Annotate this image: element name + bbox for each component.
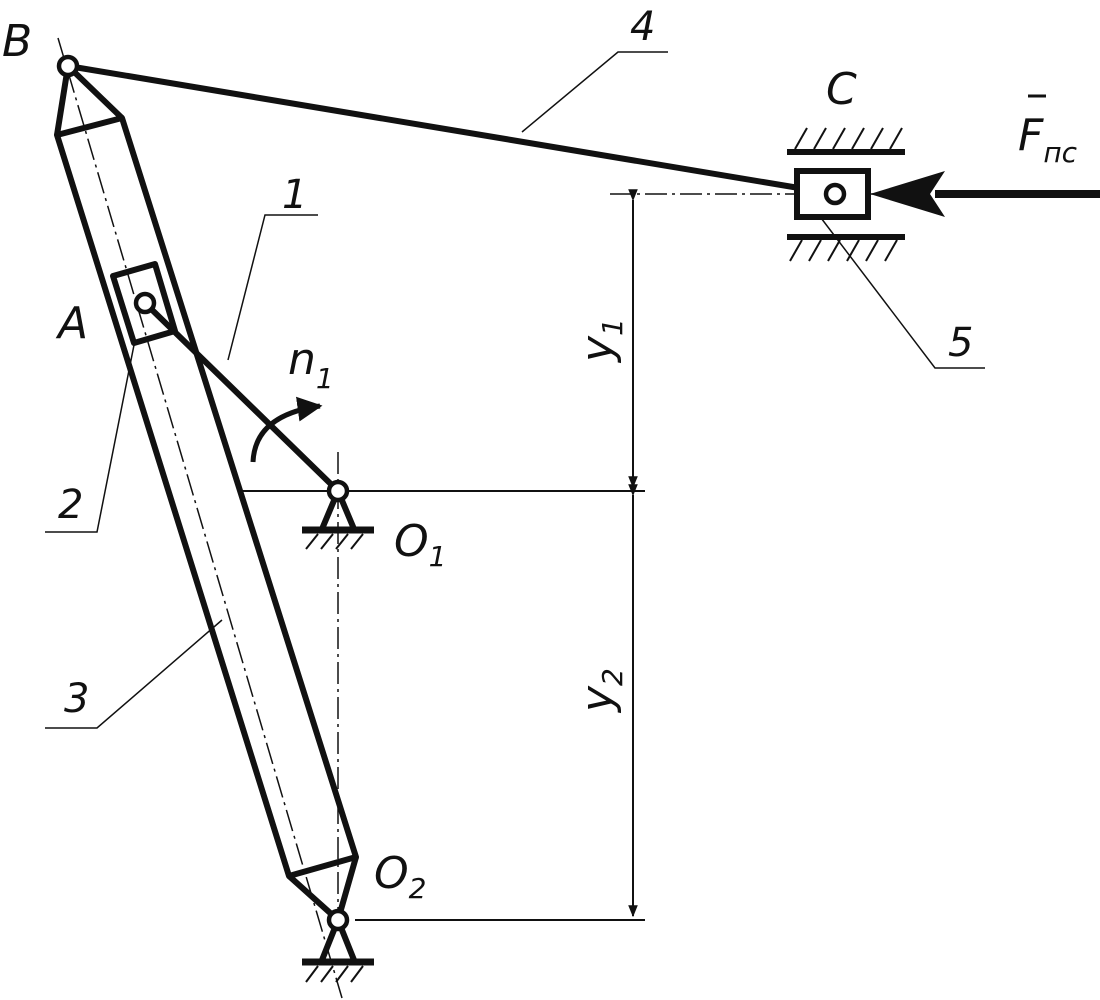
- joint-a: [133, 291, 157, 315]
- upper-guide-hatching: [794, 127, 903, 150]
- slider-guides: [787, 127, 905, 262]
- joint-b: [56, 54, 80, 78]
- leader-link-5: [814, 209, 985, 369]
- label-point-b: B: [2, 16, 32, 67]
- joints: [56, 54, 847, 932]
- lower-guide-hatching: [789, 239, 898, 262]
- label-point-o2: O2: [374, 848, 426, 905]
- connecting-rod-4: [67, 63, 836, 197]
- svg-text:y1: y1: [572, 318, 629, 364]
- sliding-block-2: [110, 261, 178, 346]
- leader-link-3: [45, 619, 223, 729]
- label-link-4: 4: [630, 4, 655, 50]
- joint-c: [823, 182, 847, 206]
- rocker-link-3: [54, 63, 359, 923]
- label-dimension-y1: y1: [572, 318, 629, 364]
- rocker-body: [54, 115, 359, 879]
- label-dimension-y2: y2: [572, 668, 629, 714]
- svg-text:Fпс: Fпс: [1018, 110, 1078, 169]
- rotation-arrow: [250, 396, 323, 463]
- force-arrow: [870, 171, 1100, 217]
- crank-link-1: [142, 300, 341, 494]
- label-force: Fпс: [1018, 94, 1078, 169]
- svg-text:y2: y2: [572, 668, 629, 714]
- joint-o1: [326, 479, 350, 503]
- dimension-lines: [238, 189, 645, 921]
- label-rotation-n1: n1: [288, 334, 334, 395]
- leader-link-1: [227, 214, 318, 361]
- label-link-5: 5: [948, 320, 973, 366]
- label-link-2: 2: [58, 482, 83, 528]
- rocker-axis-line: [57, 37, 343, 999]
- label-link-3: 3: [64, 676, 89, 722]
- leader-lines: [45, 51, 985, 729]
- leader-link-4: [521, 51, 668, 133]
- joint-o2: [326, 908, 350, 932]
- label-point-a: A: [55, 298, 88, 349]
- label-link-1: 1: [282, 172, 307, 218]
- label-point-c: C: [826, 64, 857, 115]
- label-point-o1: O1: [394, 516, 446, 573]
- leader-link-2: [45, 339, 136, 533]
